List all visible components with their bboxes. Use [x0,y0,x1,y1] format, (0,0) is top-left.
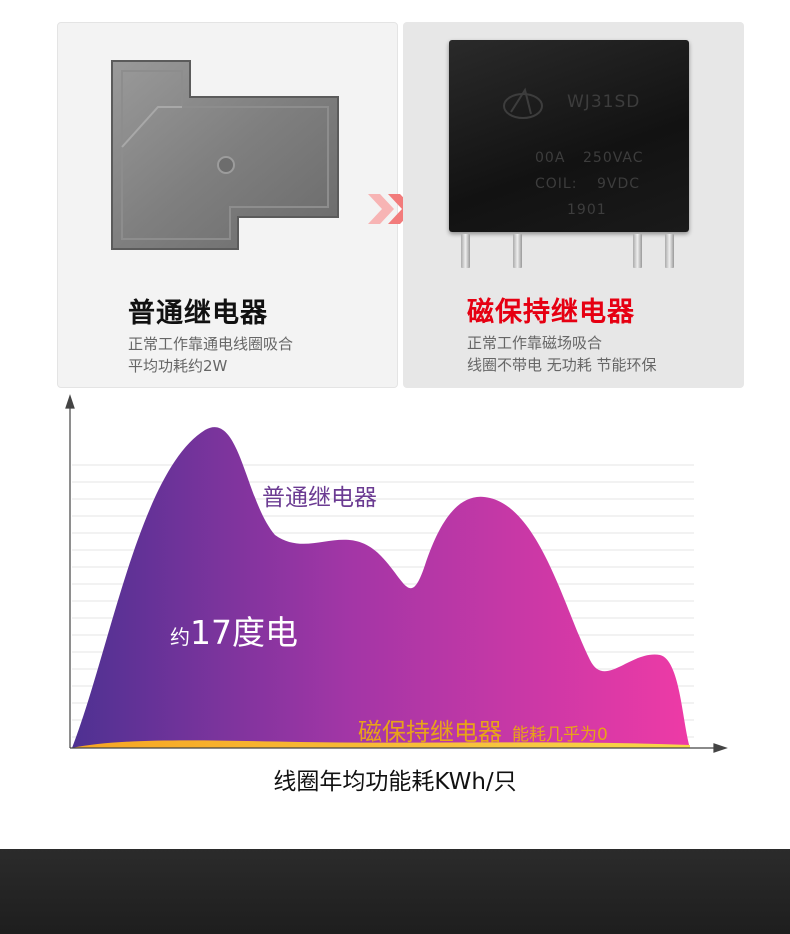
relay-image: WJ31SD 00A 250VAC COIL: 9VDC 1901 [445,38,695,288]
normal-value: 17度电 [190,613,298,652]
normal-value-prefix: 约 [170,625,190,649]
series-label-magnetic-name: 磁保持继电器 [358,718,502,746]
magnetic-relay-title: 磁保持继电器 [467,297,635,328]
relay-pin [633,234,642,268]
relay-pin [665,234,674,268]
relay-pin [461,234,470,268]
brand-logo-icon [503,87,543,119]
magnetic-relay-desc-line1: 正常工作靠磁场吸合 [467,334,603,352]
relay-rating-voltage: 250VAC [583,150,644,166]
normal-relay-desc-line1: 正常工作靠通电线圈吸合 [128,335,294,353]
normal-relay-title: 普通继电器 [128,298,268,329]
normal-relay-description: 正常工作靠通电线圈吸合 平均功耗约2W [128,333,293,377]
magnetic-note: 能耗几乎为0 [512,725,608,745]
x-axis-label: 线圈年均功能耗KWh/只 [273,769,517,795]
series-label-magnetic: 磁保持继电器能耗几乎为0 [358,712,608,747]
magnetic-relay-desc-line2: 线圈不带电 无功耗 节能环保 [467,356,657,374]
series-label-normal: 普通继电器 [262,485,377,511]
normal-value-annotation: 约17度电 [170,606,298,654]
relay-coil-voltage: 9VDC [597,176,641,192]
relay-code: 1901 [567,202,607,218]
magnetic-relay-card: WJ31SD 00A 250VAC COIL: 9VDC 1901 磁保持继电器… [403,22,744,388]
relay-model: WJ31SD [567,92,641,112]
magnetic-relay-area [72,740,690,748]
relay-body: WJ31SD 00A 250VAC COIL: 9VDC 1901 [449,40,689,232]
magnetic-relay-description: 正常工作靠磁场吸合 线圈不带电 无功耗 节能环保 [467,332,657,376]
coil-plate-image [111,60,339,250]
relay-pin [513,234,522,268]
chart-axes [65,394,728,753]
normal-relay-card: 普通继电器 正常工作靠通电线圈吸合 平均功耗约2W [57,22,398,388]
relay-coil-label: COIL: [535,176,578,192]
footer-bar [0,849,790,934]
relay-rating-current: 00A [535,150,566,166]
energy-area-chart [65,394,728,753]
normal-relay-area [72,427,690,748]
normal-relay-desc-line2: 平均功耗约2W [128,357,228,375]
